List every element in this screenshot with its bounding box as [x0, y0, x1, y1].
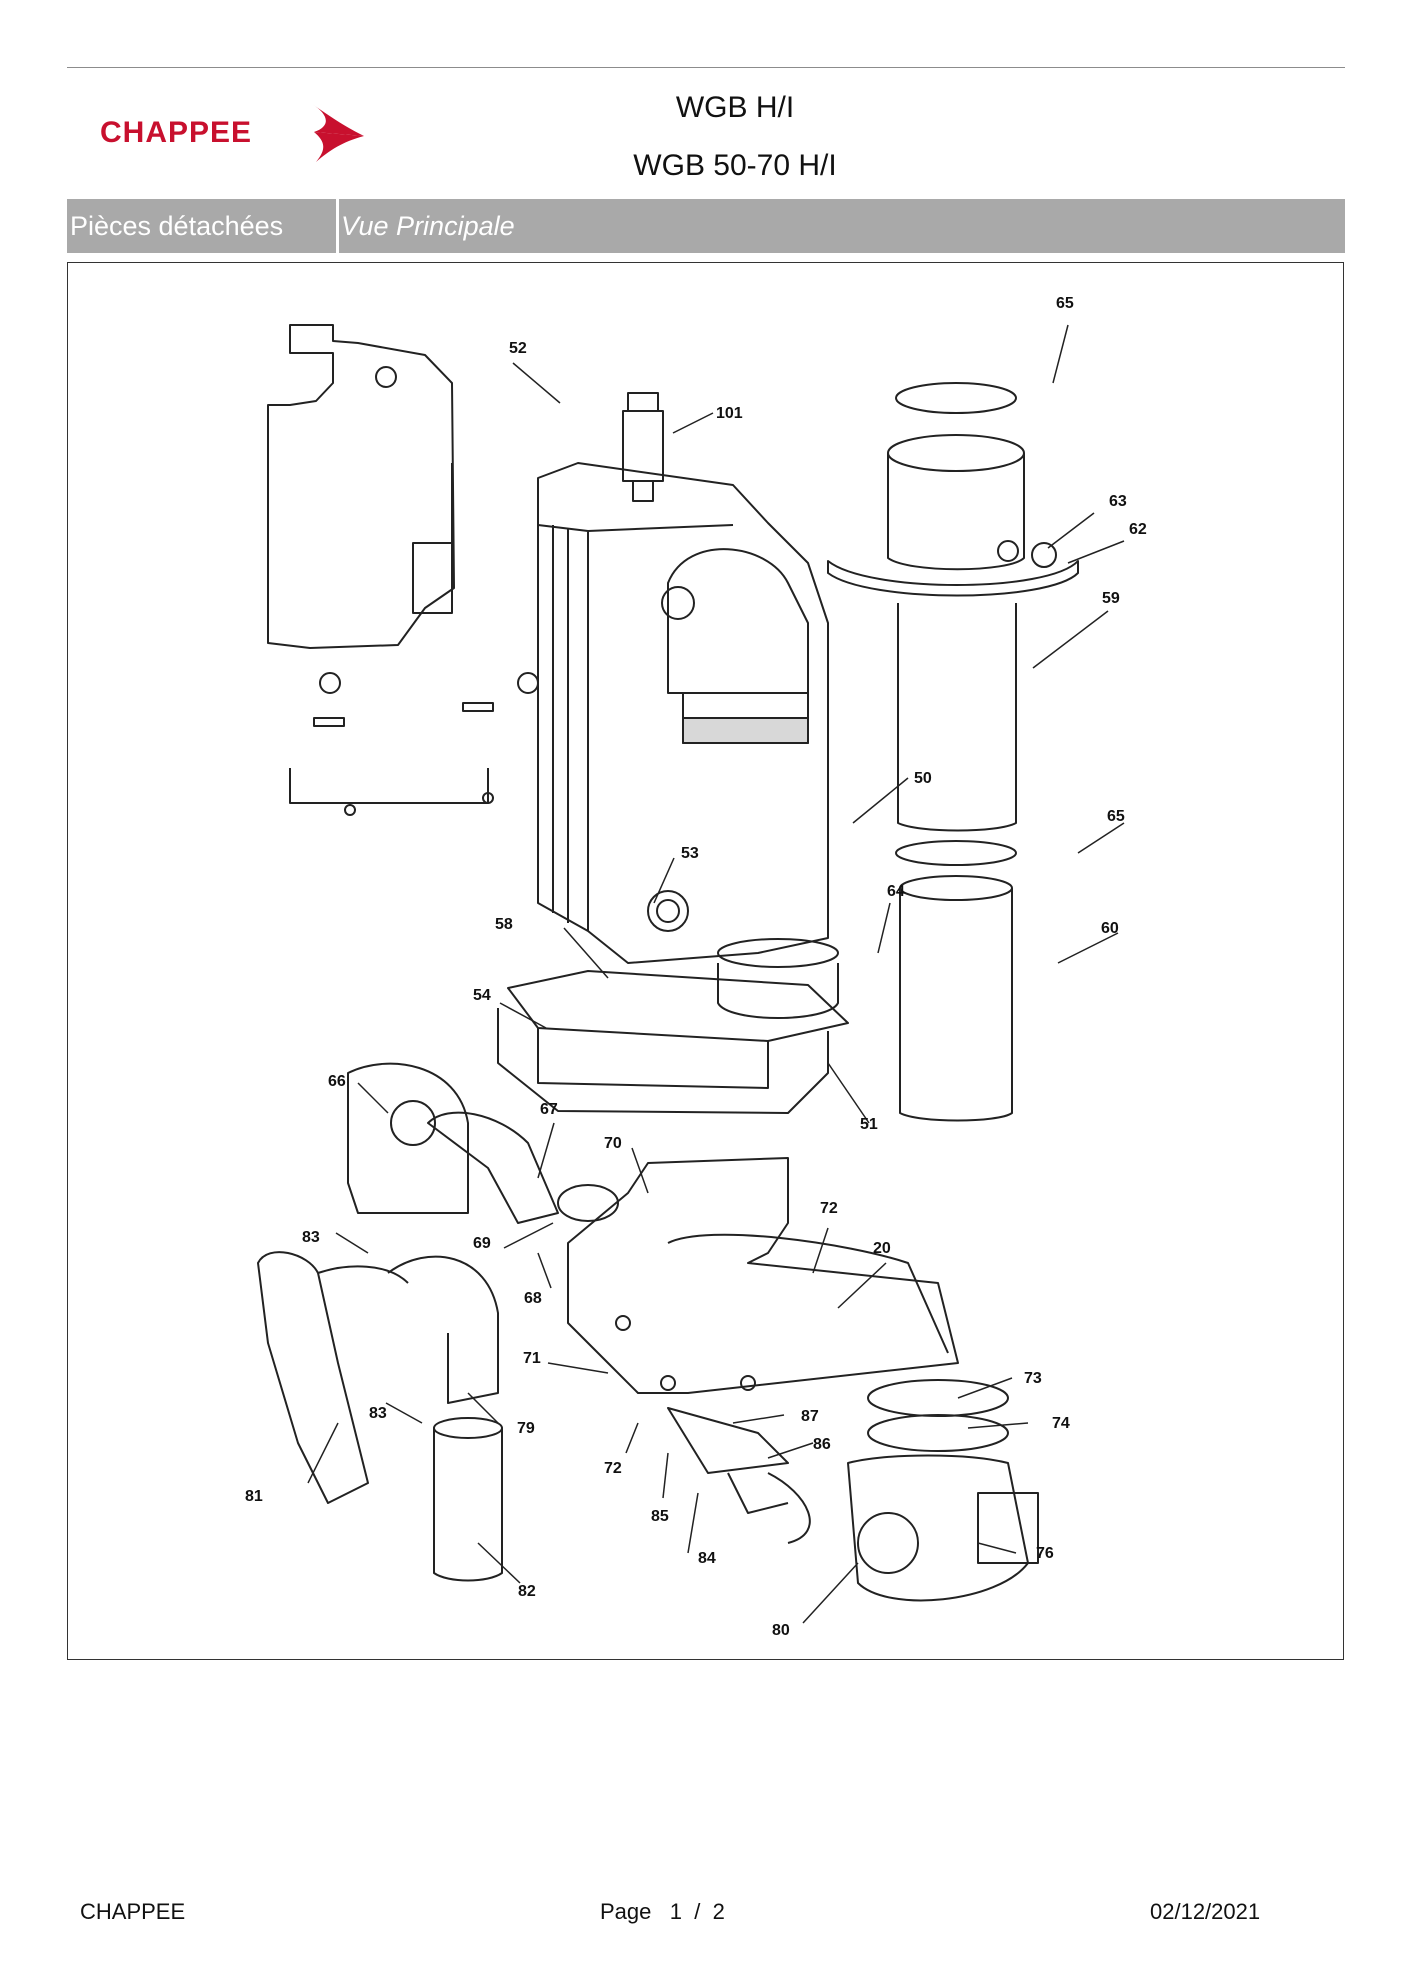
callout-51: 51	[860, 1116, 878, 1133]
callout-79: 79	[517, 1420, 535, 1437]
callout-72-top: 72	[820, 1200, 838, 1217]
page-total: 2	[712, 1899, 725, 1924]
callout-101: 101	[716, 405, 743, 422]
callout-62: 62	[1129, 521, 1147, 538]
air-vent-part	[622, 392, 664, 502]
exploded-view-drawing: 65 52 101 63 62 59 50 65 53 64 58 60 54 …	[245, 295, 1147, 1639]
callout-86: 86	[813, 1436, 831, 1453]
callout-60: 60	[1101, 920, 1119, 937]
callout-labels: 65 52 101 63 62 59 50 65 53 64 58 60 54 …	[245, 295, 1147, 1639]
callout-73: 73	[1024, 1370, 1042, 1387]
heat-exchanger-part	[537, 462, 829, 964]
callout-68: 68	[524, 1290, 542, 1307]
callout-82: 82	[518, 1583, 536, 1600]
callout-83-bottom: 83	[369, 1405, 387, 1422]
callout-72-bottom: 72	[604, 1460, 622, 1477]
leader-lines	[307, 324, 1125, 1624]
callout-69: 69	[473, 1235, 491, 1252]
callout-64: 64	[887, 883, 905, 900]
document-subtitle: WGB 50-70 H/I	[633, 149, 837, 182]
callout-50: 50	[914, 770, 932, 787]
brand-logo: CHAPPEE	[100, 100, 370, 170]
page-label: Page	[600, 1899, 652, 1924]
callout-58: 58	[495, 916, 513, 933]
fan-part	[847, 1379, 1039, 1602]
callout-87: 87	[801, 1408, 819, 1425]
brand-name: CHAPPEE	[100, 116, 253, 149]
footer-date: 02/12/2021	[1150, 1899, 1261, 1924]
callout-81: 81	[245, 1488, 263, 1505]
callout-67: 67	[540, 1101, 558, 1118]
flue-tube-part	[717, 382, 1079, 1122]
document-title: WGB H/I	[675, 91, 795, 124]
callout-66: 66	[328, 1073, 346, 1090]
ignition-electrode-part	[667, 1407, 811, 1544]
callout-71: 71	[523, 1350, 541, 1367]
footer-pagination: Page 1 / 2	[600, 1899, 725, 1925]
section-view: Vue Principale	[341, 211, 515, 241]
brand-arrow-icon	[312, 104, 364, 162]
air-intake-flange-part	[347, 1062, 619, 1224]
callout-80: 80	[772, 1622, 790, 1639]
callout-83-top: 83	[302, 1229, 320, 1246]
callout-52: 52	[509, 340, 527, 357]
callout-63: 63	[1109, 493, 1127, 510]
section-bar: Pièces détachées Vue Principale	[67, 199, 1345, 253]
page-separator: /	[694, 1899, 701, 1924]
callout-65-mid: 65	[1107, 808, 1125, 825]
section-category: Pièces détachées	[70, 211, 284, 241]
condensate-tray-part	[497, 970, 849, 1114]
callout-53: 53	[681, 845, 699, 862]
top-rule	[67, 67, 1345, 68]
callout-74: 74	[1052, 1415, 1070, 1432]
back-panel-part	[267, 324, 539, 816]
siphon-part	[257, 1251, 503, 1582]
callout-54: 54	[473, 987, 491, 1004]
callout-84: 84	[698, 1550, 716, 1567]
callout-20: 20	[873, 1240, 891, 1257]
footer-company: CHAPPEE	[80, 1899, 186, 1924]
section-separator	[336, 199, 339, 253]
exploded-view-diagram: 65 52 101 63 62 59 50 65 53 64 58 60 54 …	[67, 262, 1344, 1660]
callout-70: 70	[604, 1135, 622, 1152]
gas-valve-body-part	[567, 1157, 959, 1394]
callout-65-top: 65	[1056, 295, 1074, 312]
callout-59: 59	[1102, 590, 1120, 607]
page-current: 1	[669, 1899, 682, 1924]
callout-76: 76	[1036, 1545, 1054, 1562]
callout-85: 85	[651, 1508, 669, 1525]
